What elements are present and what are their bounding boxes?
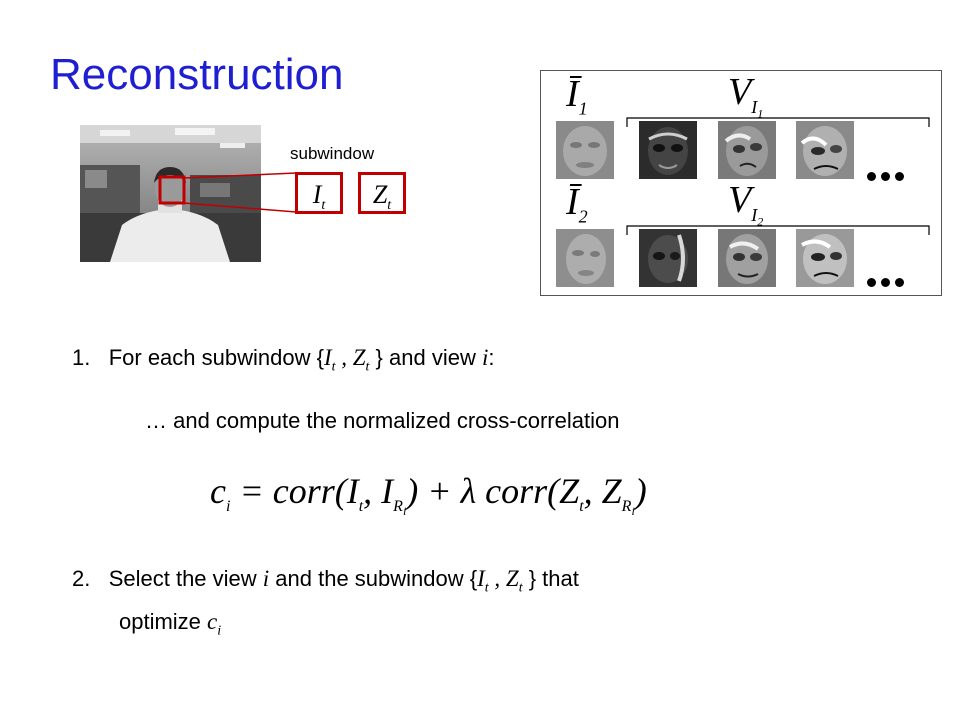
eigen-face-2b-image (718, 229, 776, 287)
basis-view-1-label: VI1 (728, 71, 764, 121)
step-2-var-z: Z (505, 566, 519, 591)
basis-bracket-2 (626, 225, 930, 235)
eigen-face-1c-image (796, 121, 854, 179)
eq-arg1-sub: t (358, 498, 364, 516)
mean-view-2-label: Ī2 (566, 181, 588, 227)
mean-face-2-image (556, 229, 614, 287)
eq-arg4: , Z (583, 471, 622, 511)
subwindow-label: subwindow (290, 144, 375, 163)
intensity-symbol: I (312, 180, 322, 209)
step-2-middle: and the subwindow { (269, 566, 478, 591)
step-1-var-i: I (323, 345, 332, 370)
step-1-end: : (488, 345, 495, 370)
step-1-comma: , (335, 345, 353, 370)
step-2-sub-t1: t (484, 580, 489, 596)
step-2-sub-t2: t (518, 580, 523, 596)
eq-arg3-sub: t (579, 498, 584, 516)
eq-lhs-sub: i (225, 498, 231, 516)
eq-arg1: I (346, 471, 359, 511)
intensity-subscript: t (321, 198, 326, 214)
step-1-var-z: Z (352, 345, 366, 370)
step-2-line2: optimize (119, 609, 208, 635)
eq-close: ) (634, 471, 647, 511)
depth-subscript: t (387, 198, 392, 214)
slide-title: Reconstruction (50, 50, 344, 99)
step-1-number: 1. (72, 345, 91, 370)
eq-arg3: Z (559, 471, 580, 511)
step-1-sub-t1: t (331, 359, 336, 375)
eq-arg4-subsub: i (631, 504, 635, 519)
step-1-sub-t2: t (365, 359, 370, 375)
eigen-face-1a-image (639, 121, 697, 179)
view-basis-panel (540, 70, 942, 296)
step-2-var-i: I (477, 566, 485, 591)
mean-view-1-label: Ī1 (566, 73, 588, 119)
correlation-equation: ci = corr(It, IRi) + λ corr(Zt, ZRi) (210, 470, 647, 519)
step-1-detail: … and compute the normalized cross-corre… (145, 408, 620, 433)
step-1: 1. For each subwindow {It , Zt } and vie… (72, 345, 494, 375)
basis-bracket-1 (626, 117, 930, 127)
eq-arg2: , I (363, 471, 394, 511)
eq-arg2-subsub: i (402, 504, 407, 519)
step-1-var-view: i (481, 345, 489, 370)
step-2-number: 2. (72, 566, 91, 591)
ellipsis-2 (867, 274, 909, 292)
step-1-suffix: } and view (369, 345, 482, 370)
person-photo (80, 125, 261, 262)
step-1-prefix: For each subwindow { (108, 345, 324, 370)
eq-arg4-sub: R (621, 498, 632, 516)
step-2-comma: , (488, 566, 506, 591)
step-2-var-view: i (262, 566, 270, 591)
subwindow-intensity-box: It (295, 172, 343, 214)
eigen-face-2a-image (639, 229, 697, 287)
step-2-prefix: Select the view (108, 566, 263, 591)
depth-symbol: Z (372, 180, 388, 209)
ellipsis-1 (867, 168, 909, 186)
basis-view-2-label: VI2 (728, 179, 764, 229)
step-2-var-c-sub: i (217, 623, 222, 639)
mean-face-1-image (556, 121, 614, 179)
step-2-var-c: c (207, 609, 218, 635)
subwindow-depth-box: Zt (358, 172, 406, 214)
eigen-face-1b-image (718, 121, 776, 179)
step-2: 2. Select the view i and the subwindow {… (72, 562, 579, 649)
eigen-face-2c-image (796, 229, 854, 287)
step-2-suffix: } that (522, 566, 579, 591)
eq-arg2-sub: R (393, 498, 403, 516)
eq-mid: ) + λ corr( (406, 471, 560, 511)
eq-eq: = corr( (230, 471, 347, 511)
eq-lhs: c (210, 471, 226, 511)
